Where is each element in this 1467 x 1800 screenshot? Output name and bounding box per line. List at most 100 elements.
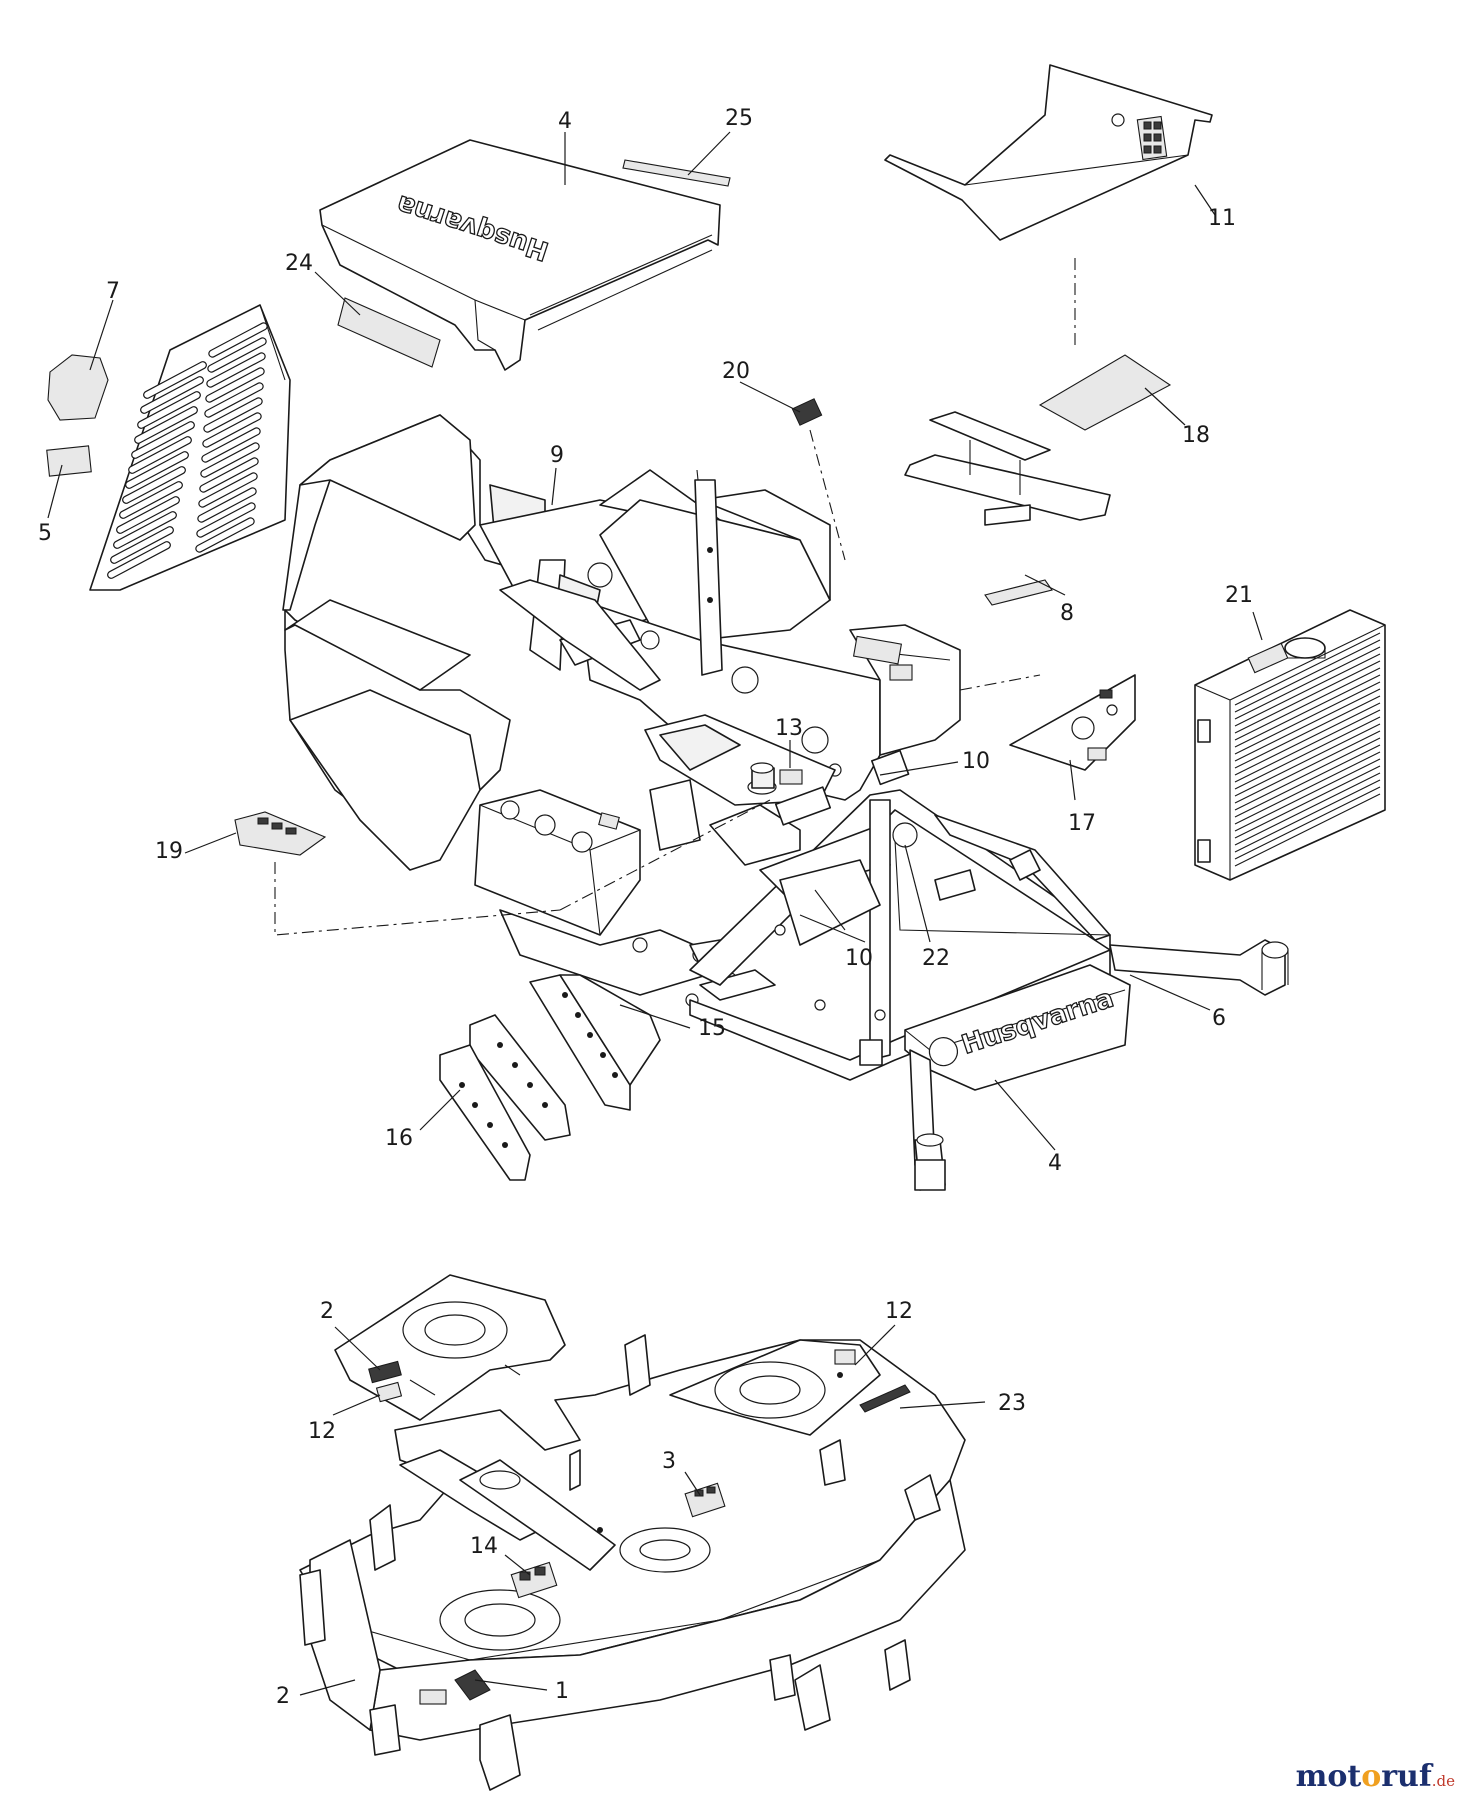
callout-10-top: 10: [962, 749, 990, 774]
louver-slot: [110, 526, 174, 564]
hood-cover: Husqvarna: [319, 139, 721, 371]
dash-plate-17: [1009, 674, 1136, 771]
louver-slot: [200, 442, 260, 478]
radiator-fin: [1234, 723, 1381, 797]
louver-slot: [125, 451, 189, 489]
louver-slot: [203, 397, 263, 433]
radiator-fin: [1234, 730, 1381, 804]
radiator-fin: [1234, 632, 1381, 706]
louver-slot: [143, 361, 207, 399]
louver-slot: [201, 427, 261, 463]
main-chassis-frame: Husqvarna: [282, 414, 1289, 1191]
callout-19: 19: [155, 839, 183, 864]
callout-16: 16: [385, 1126, 413, 1151]
radiator-fin: [1234, 772, 1381, 846]
louver-slot: [205, 367, 265, 403]
louver-slot: [202, 412, 262, 448]
watermark-tld: .de: [1431, 1772, 1455, 1790]
radiator-fin: [1234, 667, 1381, 741]
radiator-fin: [1234, 779, 1381, 853]
radiator-fin: [1234, 786, 1381, 860]
strip-decal-24: [337, 297, 441, 368]
louver-slot: [208, 322, 268, 358]
radiator-fin: [1234, 744, 1381, 818]
radiator-fin: [1234, 737, 1381, 811]
callout-8: 8: [1060, 601, 1074, 626]
radiator-fin: [1234, 681, 1381, 755]
callout-2-top: 2: [320, 1299, 334, 1324]
callout-9: 9: [550, 443, 564, 468]
callout-4-top: 4: [558, 109, 572, 134]
radiator-fin: [1234, 793, 1381, 867]
louver-slot: [198, 472, 258, 508]
callout-15: 15: [698, 1016, 726, 1041]
radiator-fin: [1234, 674, 1381, 748]
shroud-plate-15: [529, 974, 661, 1111]
leader-lines: [47, 131, 1263, 1696]
radiator-fin: [1234, 695, 1381, 769]
callout-10-bottom: 10: [845, 946, 873, 971]
callout-14: 14: [470, 1534, 498, 1559]
watermark-name-o: o: [1361, 1759, 1382, 1794]
callout-3: 3: [662, 1449, 676, 1474]
callout-22: 22: [922, 946, 950, 971]
louvered-side-panel: [89, 304, 291, 591]
callout-13: 13: [775, 716, 803, 741]
radiator-fin: [1234, 751, 1381, 825]
pedal-bracket-8: [904, 411, 1111, 606]
louver-slot: [204, 382, 264, 418]
small-decal-20: [791, 398, 823, 426]
louver-slot: [197, 487, 257, 523]
louver-slot: [137, 391, 201, 429]
radiator-fin: [1234, 765, 1381, 839]
louver-slot: [207, 337, 267, 373]
callout-23: 23: [998, 1391, 1026, 1416]
callout-1: 1: [555, 1679, 569, 1704]
louver-slot: [107, 541, 171, 579]
mower-deck: [299, 1274, 966, 1791]
louver-slot: [122, 466, 186, 504]
callout-6: 6: [1212, 1006, 1226, 1031]
radiator-fin: [1234, 716, 1381, 790]
callout-4-bottom: 4: [1048, 1151, 1062, 1176]
radiator-fin: [1234, 639, 1381, 713]
callout-7: 7: [106, 279, 120, 304]
louver-slot: [131, 421, 195, 459]
louver-slot: [134, 406, 198, 444]
floor-tray-11: [884, 64, 1213, 241]
callout-labels: 4 25 11 24 7 5 20 18 9 8 21 13 10 17 19 …: [38, 106, 1253, 1709]
decal-19: [234, 811, 327, 856]
louver-slot: [119, 481, 183, 519]
radiator-fin: [1234, 653, 1381, 727]
louver-slot: [140, 376, 204, 414]
callout-12-right: 12: [885, 1299, 913, 1324]
radiator-fin: [1234, 688, 1381, 762]
radiator-fin: [1234, 702, 1381, 776]
callout-20: 20: [722, 359, 750, 384]
louver-slot: [195, 517, 255, 553]
watermark-name-end: ruf: [1381, 1759, 1432, 1794]
panel-decal-5: [46, 445, 92, 477]
louver-slot: [206, 352, 266, 388]
radiator-fin: [1234, 646, 1381, 720]
shroud-plate-16: [439, 1014, 571, 1181]
louver-slot: [196, 502, 256, 538]
panel-decal-7: [47, 354, 109, 421]
callout-2-bottom: 2: [276, 1684, 290, 1709]
decal-sheet-18: [1038, 354, 1172, 431]
louver-slot: [128, 436, 192, 474]
louver-slot: [113, 511, 177, 549]
louver-slot: [199, 457, 259, 493]
watermark-logo: motoruf.de: [1296, 1759, 1455, 1794]
callout-11: 11: [1208, 206, 1236, 231]
radiator-fin: [1234, 709, 1381, 783]
callout-25: 25: [725, 106, 753, 131]
callout-12-left: 12: [308, 1419, 336, 1444]
radiator-21: [1194, 609, 1386, 881]
watermark-name-start: mot: [1295, 1759, 1362, 1794]
callout-17: 17: [1068, 811, 1096, 836]
callout-5: 5: [38, 521, 52, 546]
louver-slot: [116, 496, 180, 534]
callout-18: 18: [1182, 423, 1210, 448]
